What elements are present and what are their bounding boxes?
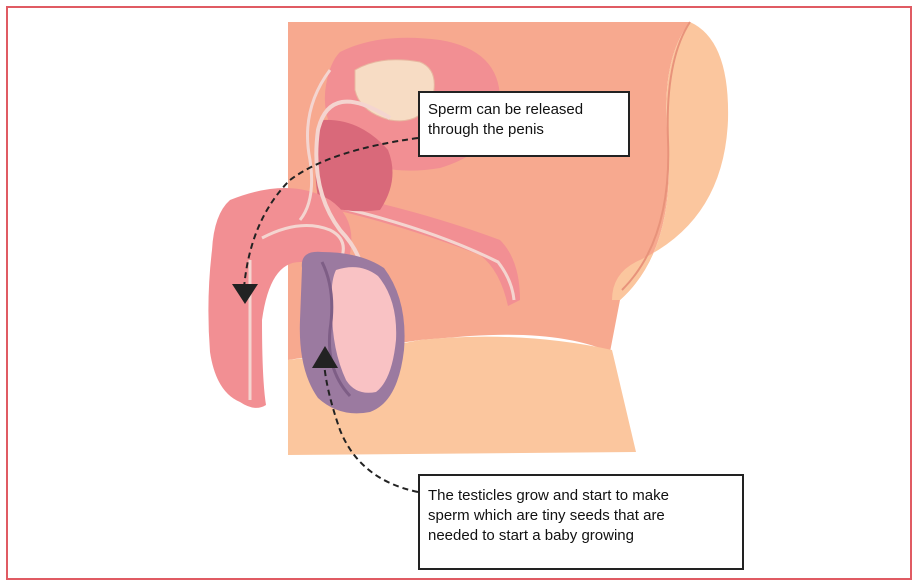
callout-text-line: Sperm can be released [428,100,620,120]
testicles-callout: The testicles grow and start to make spe… [418,474,744,570]
callout-text-line: sperm which are tiny seeds that are [428,506,734,526]
callout-text-line: needed to start a baby growing [428,526,734,546]
callout-text-line: The testicles grow and start to make [428,486,734,506]
sperm-release-callout: Sperm can be released through the penis [418,91,630,157]
callout-text-line: through the penis [428,120,620,140]
